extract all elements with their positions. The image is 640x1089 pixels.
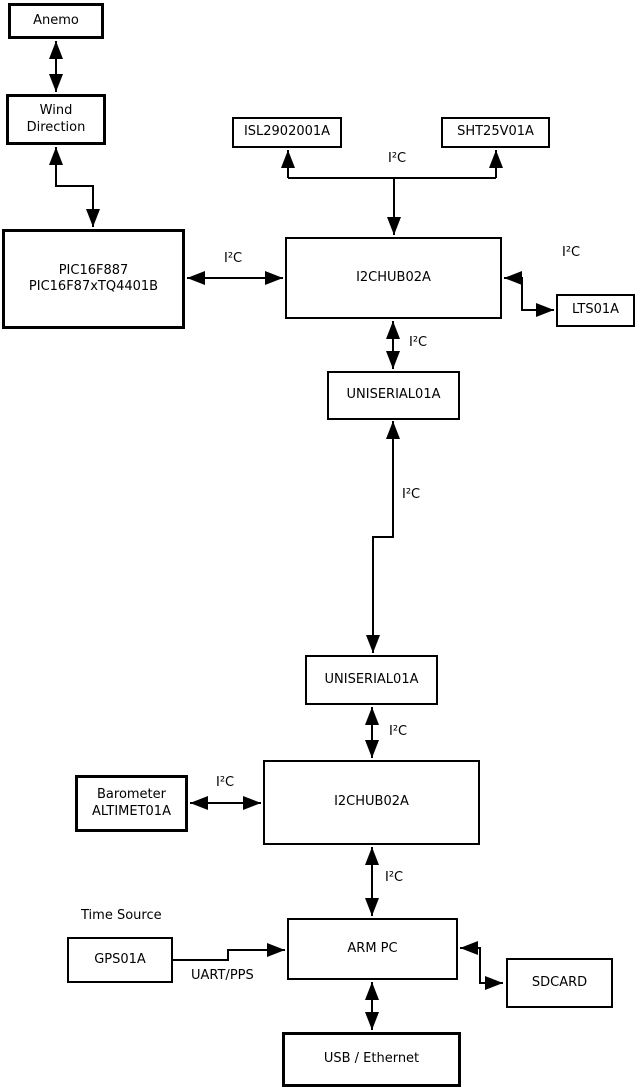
box-uniserial-top-label: UNISERIAL01A bbox=[346, 387, 441, 403]
uart-pps-label: UART/PPS bbox=[191, 968, 254, 983]
box-isl-light-sensor: ISL2902001A bbox=[232, 117, 342, 148]
connector-wind-pic bbox=[49, 147, 100, 227]
i2c-label-hub-uniserial: I²C bbox=[409, 335, 428, 350]
connector-hub-lts bbox=[504, 271, 554, 317]
box-barometer-label-line1: Barometer bbox=[97, 787, 166, 803]
box-uniserial-bottom-label: UNISERIAL01A bbox=[324, 671, 419, 687]
box-sdcard-label: SDCARD bbox=[531, 974, 588, 990]
i2c-label-barometer-hub: I²C bbox=[216, 775, 235, 790]
box-barometer-label-line2: ALTIMET01A bbox=[92, 803, 171, 819]
i2c-label-sensor-bus: I²C bbox=[388, 151, 407, 166]
box-sht-label: SHT25V01A bbox=[457, 124, 534, 140]
connector-armpc-sdcard bbox=[460, 941, 503, 990]
box-uniserial-top: UNISERIAL01A bbox=[327, 371, 460, 420]
connector-gps-armpc bbox=[173, 943, 285, 961]
box-pic-label-line1: PIC16F887 bbox=[58, 262, 129, 278]
i2c-label-uniserial-link: I²C bbox=[402, 487, 421, 502]
i2c-label-hub-lts: I²C bbox=[562, 245, 581, 260]
box-gps-label: GPS01A bbox=[94, 951, 146, 967]
box-isl-label: ISL2902001A bbox=[243, 124, 331, 140]
box-uniserial-bottom: UNISERIAL01A bbox=[305, 655, 438, 705]
box-sht-humidity-sensor: SHT25V01A bbox=[441, 117, 550, 148]
box-pic-label-line2: PIC16F87xTQ4401B bbox=[28, 279, 159, 294]
box-anemo: Anemo bbox=[8, 3, 104, 39]
box-lts-label: LTS01A bbox=[571, 302, 620, 318]
i2c-label-hub-armpc: I²C bbox=[385, 870, 404, 885]
i2c-label-pic-hub: I²C bbox=[224, 251, 243, 266]
box-barometer: Barometer ALTIMET01A bbox=[75, 775, 188, 832]
box-lts-temperature-sensor: LTS01A bbox=[556, 294, 635, 327]
box-usb-ethernet-label: USB / Ethernet bbox=[323, 1051, 420, 1067]
box-wind-direction: Wind Direction bbox=[6, 94, 106, 145]
box-usb-ethernet: USB / Ethernet bbox=[282, 1032, 461, 1087]
box-anemo-label: Anemo bbox=[33, 12, 79, 28]
box-arm-pc: ARM PC bbox=[287, 918, 458, 980]
box-pic-microcontroller: PIC16F887 PIC16F87xTQ4401B bbox=[2, 229, 185, 329]
box-gps: GPS01A bbox=[67, 937, 173, 983]
box-sdcard: SDCARD bbox=[506, 958, 613, 1008]
box-arm-pc-label: ARM PC bbox=[347, 940, 398, 956]
connector-uniserial-link bbox=[366, 421, 400, 653]
time-source-label: Time Source bbox=[81, 908, 162, 923]
i2c-label-uniserial-hub2: I²C bbox=[389, 724, 408, 739]
box-i2chub-bottom: I2CHUB02A bbox=[263, 760, 480, 845]
box-i2chub-bottom-label: I2CHUB02A bbox=[334, 794, 409, 810]
box-i2chub-top: I2CHUB02A bbox=[285, 237, 502, 319]
box-wind-direction-label-line1: Wind bbox=[39, 103, 73, 119]
box-i2chub-top-label: I2CHUB02A bbox=[356, 269, 431, 285]
box-wind-direction-label-line2: Direction bbox=[26, 119, 86, 135]
